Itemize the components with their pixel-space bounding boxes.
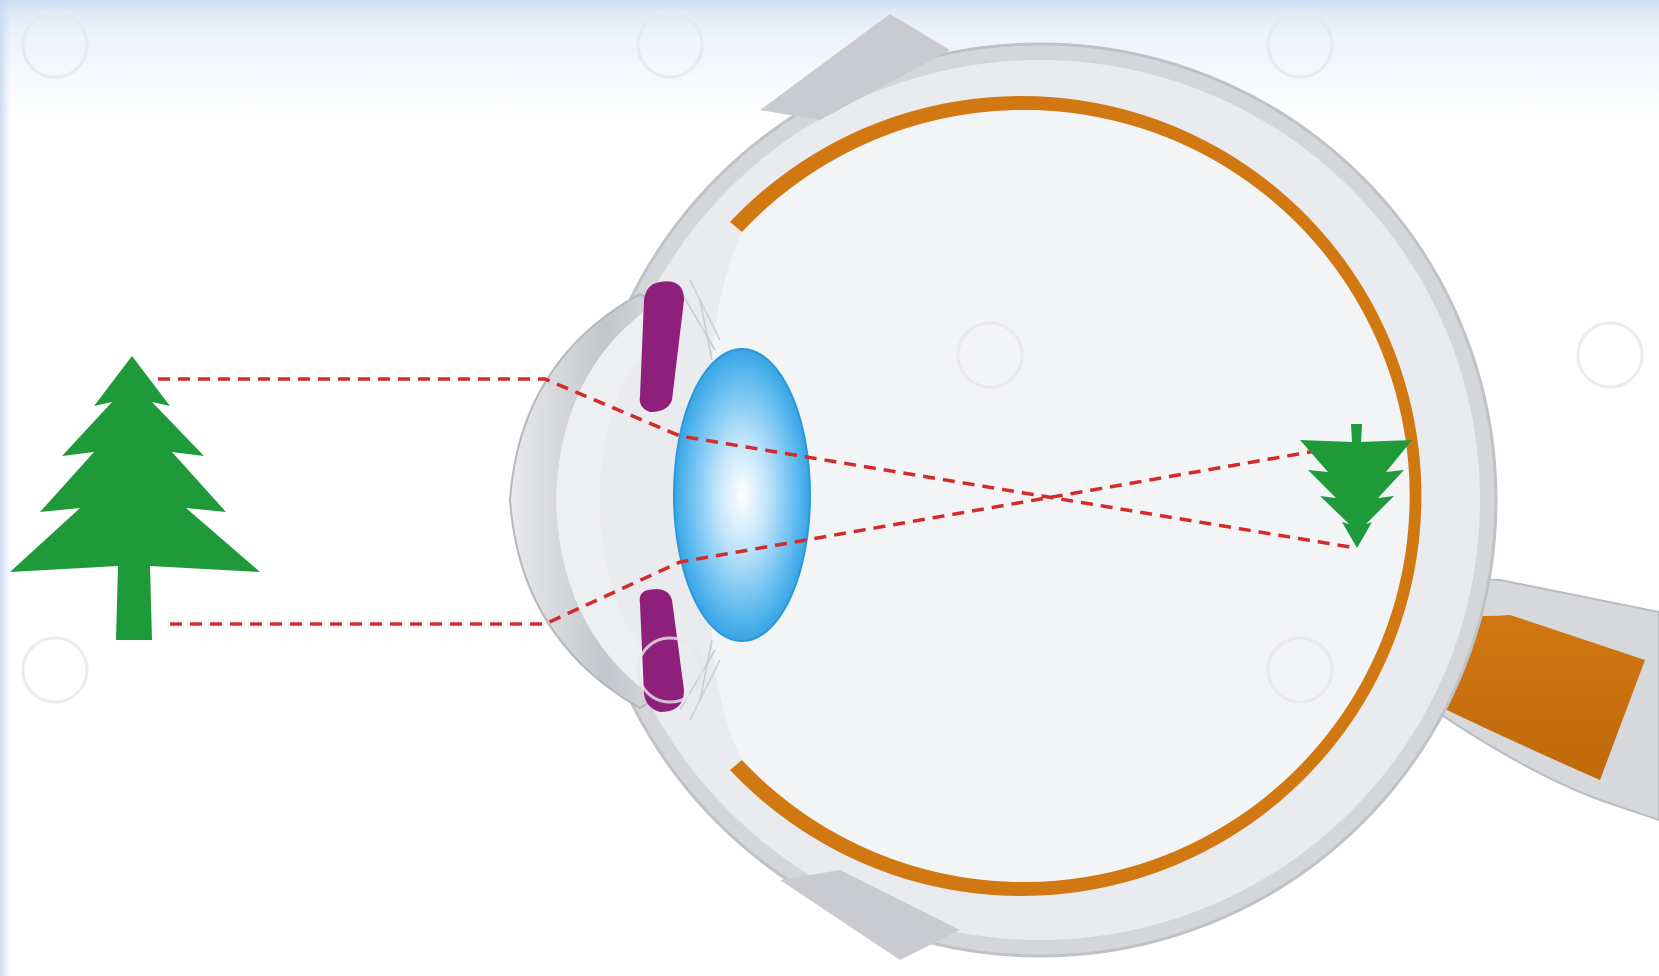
tree-icon	[10, 356, 260, 640]
lens	[674, 349, 810, 641]
